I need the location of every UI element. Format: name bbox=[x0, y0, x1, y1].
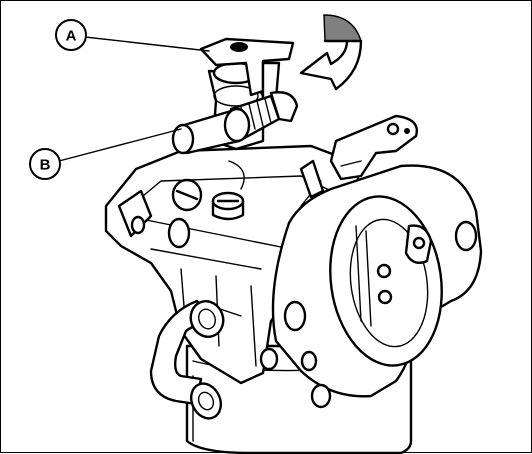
curved-rotation-arrow-icon bbox=[299, 14, 363, 91]
body-screws bbox=[171, 160, 245, 221]
callout-a-label: A bbox=[66, 28, 77, 45]
callout-a: A bbox=[55, 19, 210, 52]
idle-mixture-screw bbox=[171, 91, 299, 155]
throttle-lever bbox=[299, 114, 418, 199]
fuel-inlet-elbow bbox=[149, 299, 225, 420]
throttle-flange bbox=[259, 164, 483, 409]
callout-b-label: B bbox=[40, 157, 51, 174]
callout-b: B bbox=[29, 128, 182, 180]
